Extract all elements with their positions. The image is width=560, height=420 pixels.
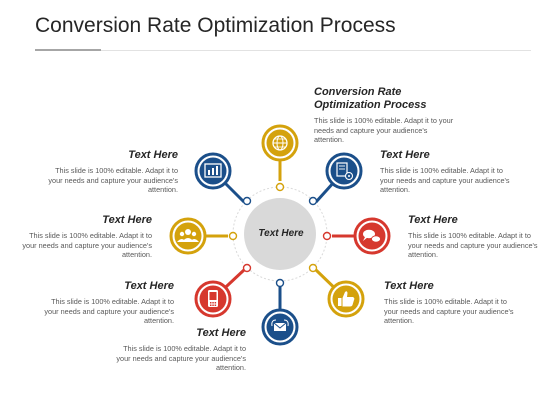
node-document-settings (308, 152, 363, 206)
label-top-heading-line1: Conversion Rate (314, 86, 402, 98)
label-top-heading: Conversion Rate Optimization Process (314, 86, 464, 112)
label-left-body: This slide is 100% editable. Adapt it to… (22, 231, 152, 259)
label-bottom-heading: Text Here (196, 327, 246, 339)
page-title: Conversion Rate Optimization Process (35, 14, 396, 37)
node-dashboard (194, 152, 252, 206)
speech-bubbles-icon (363, 229, 381, 243)
label-lower-right-heading: Text Here (384, 280, 434, 292)
label-upper-right: Text Here This slide is 100% editable. A… (380, 149, 510, 195)
label-right: Text Here This slide is 100% editable. A… (408, 214, 538, 260)
node-speech (322, 217, 391, 255)
title-underline-accent (35, 49, 101, 51)
globe-icon (272, 135, 288, 151)
node-globe (261, 124, 299, 192)
label-upper-left-heading: Text Here (128, 149, 178, 161)
thumbs-up-icon (338, 291, 355, 307)
label-top-heading-line2: Optimization Process (314, 99, 427, 111)
label-right-body: This slide is 100% editable. Adapt it to… (408, 231, 538, 259)
label-bottom-body: This slide is 100% editable. Adapt it to… (116, 344, 246, 372)
document-settings-icon (336, 162, 354, 181)
label-upper-left-body: This slide is 100% editable. Adapt it to… (48, 166, 178, 194)
label-upper-right-body: This slide is 100% editable. Adapt it to… (380, 166, 510, 194)
label-top-body: This slide is 100% editable. Adapt it to… (314, 116, 454, 144)
hub-label: Text Here (258, 228, 304, 239)
mobile-phone-icon (208, 290, 218, 307)
label-upper-left: Text Here This slide is 100% editable. A… (48, 149, 178, 195)
label-top: Conversion Rate Optimization Process Thi… (314, 86, 464, 145)
label-right-heading: Text Here (408, 214, 458, 226)
label-left-heading: Text Here (102, 214, 152, 226)
label-lower-right-body: This slide is 100% editable. Adapt it to… (384, 297, 514, 325)
label-lower-left-heading: Text Here (124, 280, 174, 292)
label-lower-left-body: This slide is 100% editable. Adapt it to… (44, 297, 174, 325)
dashboard-chart-icon (204, 163, 222, 178)
people-group-icon (177, 229, 199, 242)
label-lower-right: Text Here This slide is 100% editable. A… (384, 280, 514, 326)
node-mobile (194, 263, 252, 318)
node-thumbs-up (308, 263, 365, 318)
label-upper-right-heading: Text Here (380, 149, 430, 161)
node-email (261, 278, 299, 346)
central-hub (244, 198, 316, 270)
email-hand-icon (271, 319, 289, 331)
node-people (169, 217, 238, 255)
label-bottom: Text Here This slide is 100% editable. A… (116, 327, 246, 373)
label-lower-left: Text Here This slide is 100% editable. A… (44, 280, 174, 326)
label-left: Text Here This slide is 100% editable. A… (22, 214, 152, 260)
title-underline (101, 49, 531, 51)
